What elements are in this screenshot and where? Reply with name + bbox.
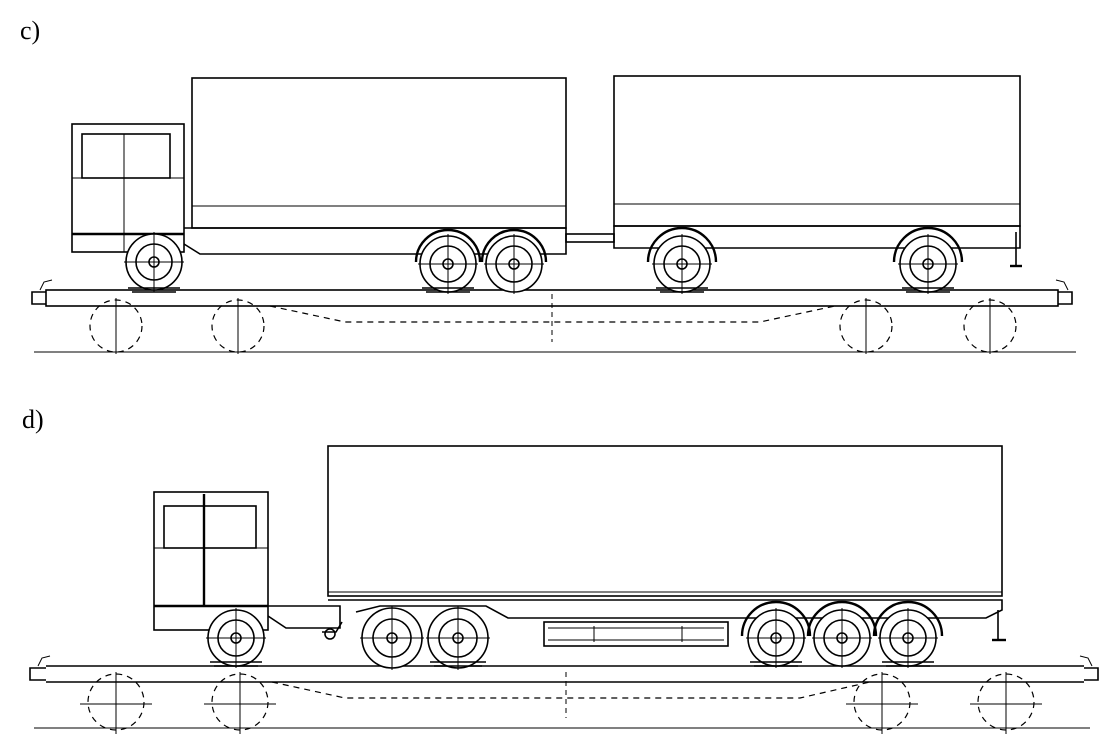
tractor-cab xyxy=(153,491,269,631)
semitrailer-box xyxy=(327,445,1003,597)
vehicle-wheel xyxy=(206,608,266,668)
hook-right xyxy=(1055,279,1069,291)
vehicle-wheel xyxy=(806,600,878,668)
coupler-left xyxy=(31,291,46,305)
cab-window xyxy=(81,133,171,179)
vehicle-wheel xyxy=(414,228,482,294)
fifth-wheel xyxy=(322,621,343,633)
wagon-wheel xyxy=(89,298,143,354)
vehicle-wheel xyxy=(892,226,964,294)
wagon-wheel xyxy=(211,298,265,354)
side-guard xyxy=(543,621,729,647)
flat-wagon-d xyxy=(29,655,1099,734)
vehicle-wheel xyxy=(124,232,184,293)
vehicle-wheel xyxy=(360,606,424,670)
trailer-chassis xyxy=(613,225,1021,249)
hook-right xyxy=(1079,655,1093,667)
vehicle-wheel xyxy=(740,600,812,668)
wagon-wheel xyxy=(970,672,1042,734)
tractor-chassis xyxy=(267,605,341,629)
well-section xyxy=(271,681,871,699)
cab-window xyxy=(163,505,257,549)
drawbar xyxy=(565,233,615,243)
flat-wagon-c xyxy=(31,279,1076,354)
truck-chassis xyxy=(183,227,567,255)
hook-left xyxy=(39,279,53,291)
coupler-right xyxy=(1084,667,1099,681)
vehicle-wheel xyxy=(480,228,548,294)
wagon-wheel xyxy=(839,298,893,354)
wagon-wheel xyxy=(80,672,152,734)
coupler-right xyxy=(1058,291,1073,305)
truck-c xyxy=(71,77,615,255)
coupler-left xyxy=(29,667,46,681)
hook-left xyxy=(37,655,51,667)
wagon-wheel xyxy=(963,298,1017,354)
vehicle-wheel xyxy=(646,226,718,294)
panel-label-c: c) xyxy=(20,16,41,45)
vehicle-wheel xyxy=(426,606,490,670)
panel-d-drawing xyxy=(29,445,1099,734)
trailer-c xyxy=(613,75,1022,268)
panel-label-d: d) xyxy=(22,405,44,434)
well-section xyxy=(269,305,836,323)
wagon-wheel xyxy=(846,672,918,734)
vehicle-wheel xyxy=(872,600,944,668)
wagon-wheel xyxy=(204,672,276,734)
panel-c-drawing xyxy=(31,75,1076,354)
